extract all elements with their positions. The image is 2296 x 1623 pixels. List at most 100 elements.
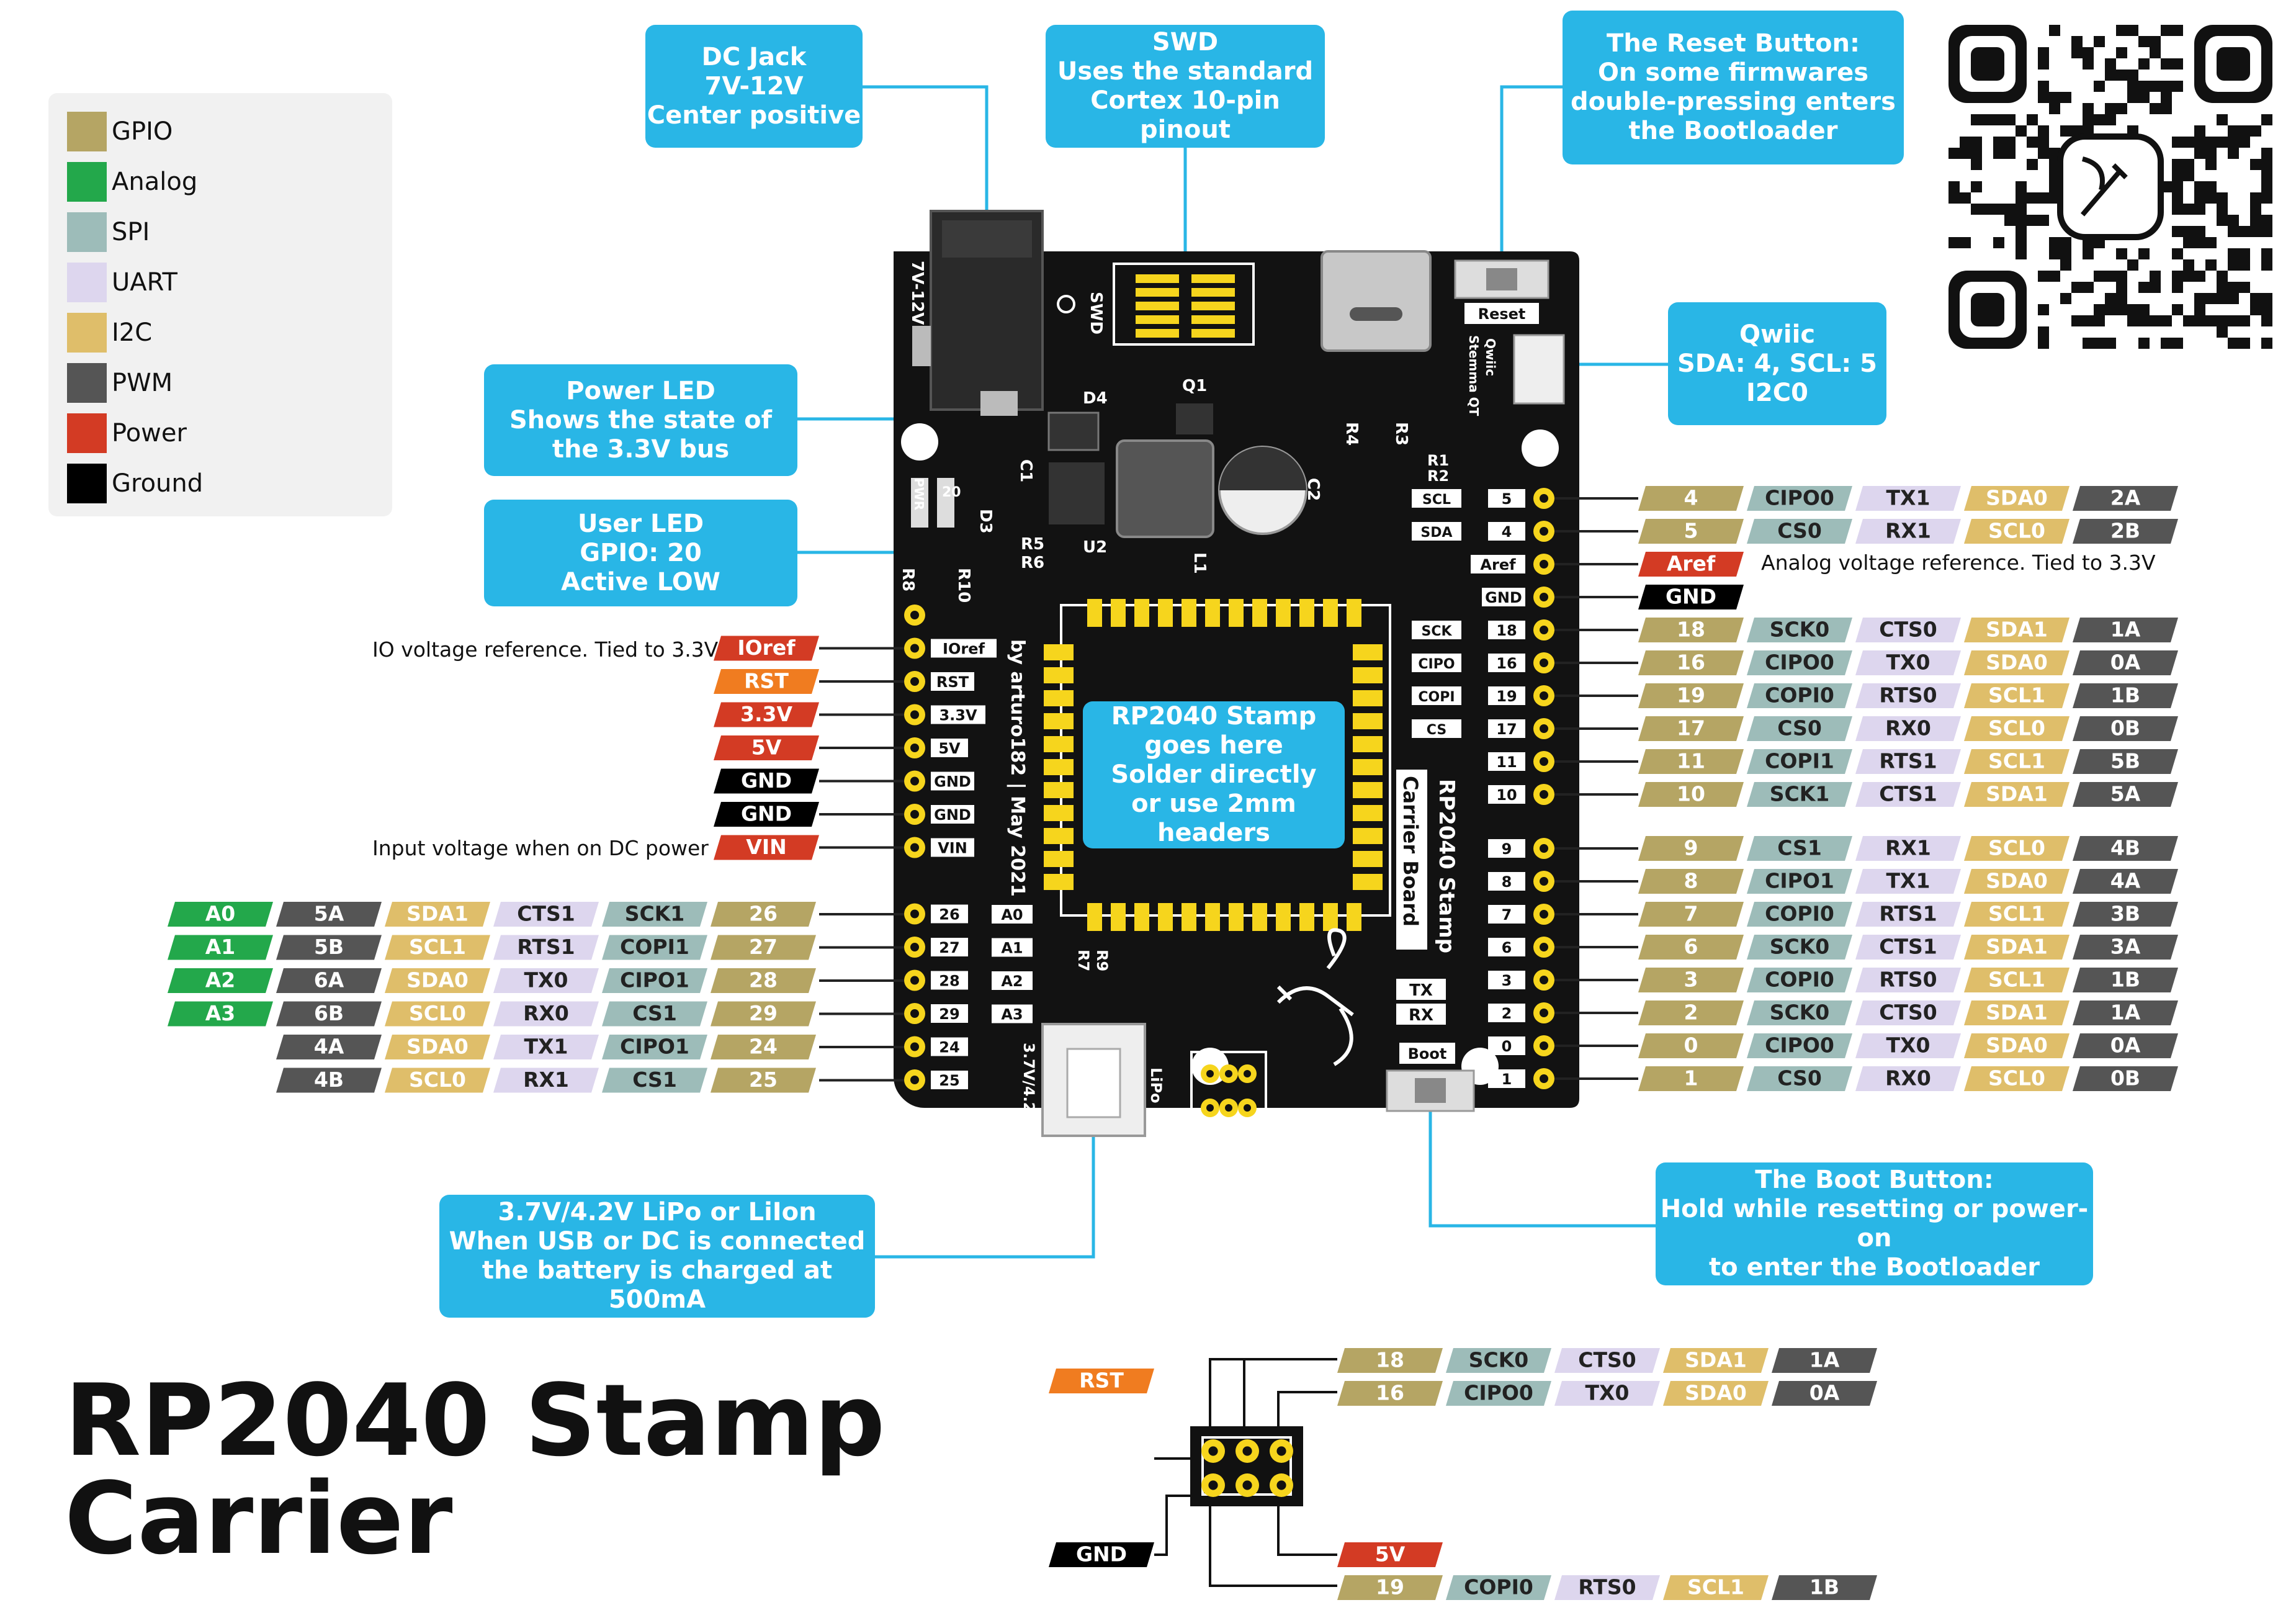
header-pin-label: 18	[1496, 622, 1517, 639]
pin-tag-label: CTS1	[517, 901, 575, 925]
pin-tag: RTS1	[493, 935, 599, 960]
pin-tag: 5	[1638, 518, 1744, 544]
r7-silk: R7	[1075, 950, 1092, 971]
pin-tag: SDA0	[1964, 485, 2070, 511]
reset-silk: Reset	[1478, 305, 1526, 323]
pin-tag: A1	[168, 935, 273, 960]
pin-tag-label: 5B	[2110, 749, 2140, 773]
legend-item: PWM	[67, 363, 173, 403]
pin-tag: 1	[1638, 1066, 1744, 1091]
qwiic-silk: Qwiic	[1483, 338, 1498, 376]
pin-tag: 4B	[2073, 835, 2178, 861]
page-title-line1: RP2040 Stamp	[65, 1372, 885, 1470]
pin-tag: CTS1	[493, 901, 599, 927]
pin-tag: RX0	[493, 1001, 599, 1027]
pin-tag-label: Aref	[1667, 551, 1716, 575]
pin-tag-label: SDA1	[1986, 1000, 2048, 1024]
pin-tag: SCK0	[1747, 617, 1852, 642]
pin-tag-label: 1B	[1809, 1575, 1839, 1599]
legend-label: Analog	[112, 168, 197, 196]
pin-tag-label: 27	[749, 935, 778, 959]
qr-logo	[2060, 137, 2161, 237]
analog-pin-label: A1	[1001, 940, 1023, 957]
callout-line: Active LOW	[484, 568, 797, 597]
pin-tag: SDA0	[1964, 868, 2070, 894]
pin-tag-label: RX0	[523, 1001, 569, 1025]
pin-tag: RX1	[493, 1068, 599, 1093]
pin-tag: GND	[714, 768, 819, 794]
pin-tag-label: CIPO1	[1765, 868, 1834, 892]
pin-tag: 1A	[2073, 617, 2178, 642]
pin-tag: A3	[168, 1001, 273, 1027]
board-name-silk-2: Carrier Board	[1399, 776, 1422, 927]
pin-tag: 2B	[2073, 518, 2178, 544]
callout-line: 7V-12V	[645, 72, 863, 101]
pin-tag: CTS1	[1855, 781, 1961, 807]
pin-tag: 6	[1638, 934, 1744, 960]
callout-user-led: User LEDGPIO: 20Active LOW	[484, 500, 797, 606]
pin-tag-label: SCL0	[1988, 518, 2045, 542]
callout-line: When USB or DC is connected	[439, 1227, 875, 1256]
l1-silk: L1	[1190, 552, 1209, 574]
pin-tag: RTS0	[1554, 1575, 1660, 1600]
d4-diode	[1049, 413, 1098, 450]
header-pin-label: 10	[1496, 786, 1517, 804]
analog-pin-label: A3	[1001, 1006, 1023, 1023]
l1-inductor	[1117, 441, 1213, 537]
pin-tag-label: TX0	[524, 968, 568, 992]
pin-tag: CS1	[602, 1001, 707, 1027]
pin-tag-label: 0	[1684, 1033, 1698, 1057]
pin-tag-label: SCK0	[1770, 1000, 1830, 1024]
header-pin-label: 2	[1502, 1005, 1512, 1022]
pin-tag-label: 28	[749, 968, 778, 992]
callout-stamp: RP2040 Stampgoes hereSolder directlyor u…	[1083, 701, 1345, 848]
pin-tag: 9	[1638, 835, 1744, 861]
r2-silk: R2	[1427, 467, 1449, 485]
pin-tag-label: IOref	[737, 636, 796, 660]
pin-tag-label: 5A	[2110, 781, 2141, 806]
pin-tag-label: COPI0	[1765, 967, 1834, 991]
pin-tag-label: TX0	[1585, 1380, 1630, 1405]
legend-label: Ground	[112, 469, 203, 498]
pin-tag: RX0	[1855, 716, 1961, 741]
pin-tag-label: 8	[1684, 868, 1698, 892]
pin-tag: 19	[1337, 1575, 1443, 1600]
pin-tag-label: A0	[205, 901, 236, 925]
pin-tag-label: GND	[741, 801, 792, 825]
callout-line: Uses the standard	[1046, 57, 1325, 86]
callout-line: the 3.3V bus	[484, 435, 797, 464]
callout-line: I2C0	[1668, 379, 1886, 408]
pin-tag: 18	[1638, 617, 1744, 642]
pin-tag-label: CTS1	[1879, 934, 1937, 958]
pin-tag: CIPO1	[1747, 868, 1852, 894]
callout-line: On some firmwares	[1563, 58, 1904, 88]
pin-tag: 3	[1638, 967, 1744, 992]
pin-tag: SCK0	[1747, 1000, 1852, 1025]
pin-tag: GND	[714, 801, 819, 827]
pin-tag-label: GND	[1076, 1542, 1127, 1566]
pin-tag-label: SCL0	[1988, 835, 2045, 860]
pin-tag: SDA1	[1964, 617, 2070, 642]
u2-regulator	[1049, 462, 1105, 524]
pin-tag-label: TX1	[1886, 485, 1931, 510]
header-pin-label: 5V	[938, 740, 961, 757]
pin-tag: CS0	[1747, 518, 1852, 544]
pin-tag: 3B	[2073, 901, 2178, 927]
header-pin-label: 5	[1502, 490, 1512, 508]
pin-tag-label: TX0	[1886, 1033, 1931, 1057]
pin-tag-label: 0B	[2110, 1066, 2140, 1090]
pin-tag-label: SDA0	[1685, 1380, 1747, 1405]
pin-tag: 10	[1638, 781, 1744, 807]
pin-tag: SCL1	[1964, 967, 2070, 992]
callout-line: Shows the state of	[484, 406, 797, 435]
header-pin-label: 19	[1496, 688, 1517, 705]
pin-tag-label: RX1	[1885, 835, 1931, 860]
pin-tag: 19	[1638, 683, 1744, 708]
note-ioref: IO voltage reference. Tied to 3.3V	[372, 637, 718, 662]
callout-line: Power LED	[484, 377, 797, 406]
pin-tag: CIPO0	[1747, 650, 1852, 675]
pin-tag: TX1	[1855, 868, 1961, 894]
callout-line: The Reset Button:	[1563, 29, 1904, 58]
pin-tag: 27	[711, 935, 816, 960]
header-pin-label: GND	[934, 806, 971, 824]
